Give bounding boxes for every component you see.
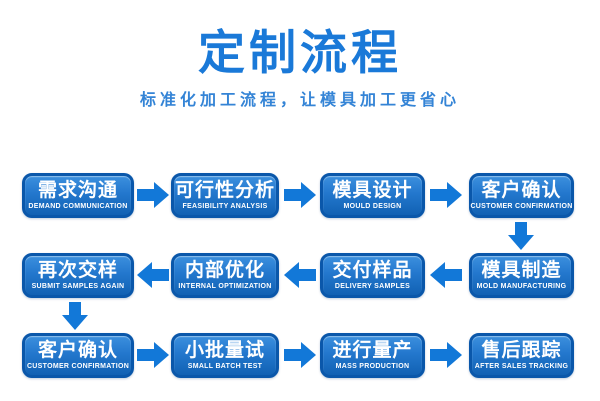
step-subtitle-en: CUSTOMER CONFIRMATION bbox=[26, 363, 130, 370]
flow-step-mass-production: 进行量产 MASS PRODUCTION bbox=[320, 333, 425, 378]
page-title: 定制流程 bbox=[198, 26, 402, 79]
arrow-shaft bbox=[515, 222, 527, 235]
arrow-head bbox=[430, 262, 445, 288]
arrow-shaft bbox=[430, 189, 447, 201]
step-subtitle-en: MOLD MANUFACTURING bbox=[476, 283, 567, 290]
step-title-zh: 售后跟踪 bbox=[481, 340, 562, 361]
step-title-zh: 模具设计 bbox=[332, 180, 413, 201]
step-subtitle-en: DELIVERY SAMPLES bbox=[334, 283, 411, 290]
arrow-head bbox=[447, 342, 462, 368]
arrow-shaft bbox=[299, 269, 316, 281]
arrow-right-icon bbox=[430, 182, 462, 208]
arrow-right-icon bbox=[137, 342, 169, 368]
flow-step-feasibility-analysis: 可行性分析 FEASIBILITY ANALYSIS bbox=[171, 173, 279, 218]
page-subtitle: 标准化加工流程，让模具加工更省心 bbox=[139, 92, 460, 109]
arrow-head bbox=[154, 342, 169, 368]
flow-step-customer-confirmation-2: 客户确认 CUSTOMER CONFIRMATION bbox=[22, 333, 134, 378]
arrow-shaft bbox=[137, 349, 154, 361]
step-subtitle-en: SMALL BATCH TEST bbox=[187, 363, 263, 370]
arrow-left-icon bbox=[284, 262, 316, 288]
step-subtitle-en: MOULD DESIGN bbox=[343, 203, 402, 210]
step-title-zh: 内部优化 bbox=[184, 260, 265, 281]
flow-step-customer-confirmation-1: 客户确认 CUSTOMER CONFIRMATION bbox=[469, 173, 574, 218]
step-subtitle-en: INTERNAL OPTIMIZATION bbox=[178, 283, 272, 290]
step-title-zh: 进行量产 bbox=[332, 340, 413, 361]
arrow-head bbox=[301, 342, 316, 368]
step-title-zh: 再次交样 bbox=[37, 260, 118, 281]
flow-step-submit-samples-again: 再次交样 SUBMIT SAMPLES AGAIN bbox=[22, 253, 134, 298]
flow-step-mold-manufacturing: 模具制造 MOLD MANUFACTURING bbox=[469, 253, 574, 298]
step-title-zh: 需求沟通 bbox=[37, 180, 118, 201]
step-subtitle-en: CUSTOMER CONFIRMATION bbox=[470, 203, 573, 210]
arrow-right-icon bbox=[284, 182, 316, 208]
arrow-head bbox=[508, 235, 534, 250]
arrow-head bbox=[447, 182, 462, 208]
arrow-right-icon bbox=[430, 342, 462, 368]
flow-step-small-batch-test: 小批量试 SMALL BATCH TEST bbox=[171, 333, 279, 378]
step-subtitle-en: MASS PRODUCTION bbox=[335, 363, 410, 370]
flow-step-mould-design: 模具设计 MOULD DESIGN bbox=[320, 173, 425, 218]
step-title-zh: 客户确认 bbox=[37, 340, 118, 361]
flow-step-after-sales-tracking: 售后跟踪 AFTER SALES TRACKING bbox=[469, 333, 574, 378]
step-subtitle-en: FEASIBILITY ANALYSIS bbox=[182, 203, 268, 210]
step-subtitle-en: SUBMIT SAMPLES AGAIN bbox=[31, 283, 125, 290]
arrow-head bbox=[154, 182, 169, 208]
step-title-zh: 模具制造 bbox=[481, 260, 562, 281]
arrow-shaft bbox=[445, 269, 462, 281]
step-title-zh: 客户确认 bbox=[481, 180, 562, 201]
flow-step-internal-optimization: 内部优化 INTERNAL OPTIMIZATION bbox=[171, 253, 279, 298]
arrow-right-icon bbox=[137, 182, 169, 208]
arrow-head bbox=[137, 262, 152, 288]
arrow-shaft bbox=[137, 189, 154, 201]
arrow-left-icon bbox=[137, 262, 169, 288]
arrow-down-icon bbox=[62, 302, 88, 330]
arrow-shaft bbox=[284, 349, 301, 361]
arrow-head bbox=[301, 182, 316, 208]
flow-step-demand-communication: 需求沟通 DEMAND COMMUNICATION bbox=[22, 173, 134, 218]
step-title-zh: 小批量试 bbox=[184, 340, 265, 361]
arrow-head bbox=[284, 262, 299, 288]
flow-step-delivery-samples: 交付样品 DELIVERY SAMPLES bbox=[320, 253, 425, 298]
arrow-down-icon bbox=[508, 222, 534, 250]
arrow-right-icon bbox=[284, 342, 316, 368]
step-subtitle-en: AFTER SALES TRACKING bbox=[474, 363, 569, 370]
step-title-zh: 可行性分析 bbox=[174, 180, 275, 201]
arrow-shaft bbox=[152, 269, 169, 281]
arrow-shaft bbox=[430, 349, 447, 361]
step-title-zh: 交付样品 bbox=[332, 260, 413, 281]
arrow-head bbox=[62, 315, 88, 330]
arrow-shaft bbox=[284, 189, 301, 201]
arrow-shaft bbox=[69, 302, 81, 315]
arrow-left-icon bbox=[430, 262, 462, 288]
step-subtitle-en: DEMAND COMMUNICATION bbox=[28, 203, 128, 210]
